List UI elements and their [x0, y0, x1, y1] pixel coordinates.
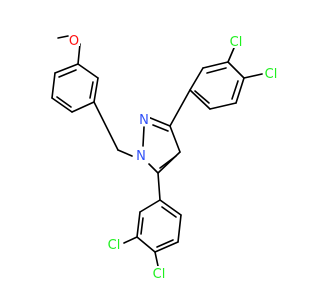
bond: [147, 116, 171, 127]
nitrogen-atom-label: N: [139, 113, 149, 128]
bond: [56, 96, 72, 108]
bond: [51, 97, 73, 113]
bond: [93, 77, 99, 103]
bond: [123, 236, 138, 244]
atom-labels: O N N Cl Cl Cl Cl: [69, 33, 279, 282]
chlorine-atom-label: Cl: [265, 67, 278, 82]
bond: [136, 211, 141, 238]
bond: [202, 61, 229, 69]
molecule-structure: O N N Cl Cl Cl Cl: [51, 33, 279, 282]
bond: [177, 214, 182, 243]
chlorine-atom-label: Cl: [153, 267, 166, 282]
bond: [117, 149, 133, 157]
chlorine-atom-label: Cl: [108, 238, 121, 253]
bond: [139, 199, 161, 213]
label-mask: [136, 148, 147, 162]
bond: [235, 77, 245, 104]
bond: [169, 125, 181, 153]
bond: [140, 217, 144, 235]
label-mask: [228, 34, 244, 48]
bond: [93, 101, 119, 151]
bond: [152, 124, 169, 132]
bond: [157, 151, 181, 174]
bond: [189, 89, 211, 110]
bond: [148, 163, 159, 174]
bond: [194, 90, 210, 104]
label-mask: [139, 112, 150, 126]
label-mask: [69, 33, 80, 46]
bond: [189, 67, 204, 91]
bond: [209, 102, 237, 110]
label-mask: [263, 66, 279, 80]
bond: [154, 241, 179, 253]
bond: [58, 69, 77, 78]
bond: [243, 73, 263, 79]
bond: [206, 67, 227, 74]
bond: [156, 239, 174, 248]
label-mask: [151, 266, 167, 280]
bond: [136, 236, 156, 253]
bond: [71, 101, 95, 113]
bond: [142, 126, 145, 147]
bond: [154, 251, 159, 267]
bond: [161, 206, 177, 218]
bond: [54, 63, 79, 74]
oxygen-atom-label: O: [69, 34, 79, 49]
bond: [77, 63, 99, 79]
bond: [157, 172, 161, 201]
bond: [159, 199, 182, 216]
bond: [227, 47, 235, 63]
bond: [51, 72, 56, 99]
bond: [77, 43, 81, 65]
chlorine-atom-label: Cl: [230, 35, 243, 50]
bond: [159, 155, 177, 169]
bond: [169, 89, 191, 127]
bond-network: [51, 35, 263, 267]
bond: [57, 35, 69, 39]
bond: [227, 61, 245, 79]
bond: [231, 80, 239, 100]
bond: [89, 81, 94, 99]
nitrogen-atom-label: N: [136, 149, 146, 164]
label-mask: [106, 237, 122, 251]
